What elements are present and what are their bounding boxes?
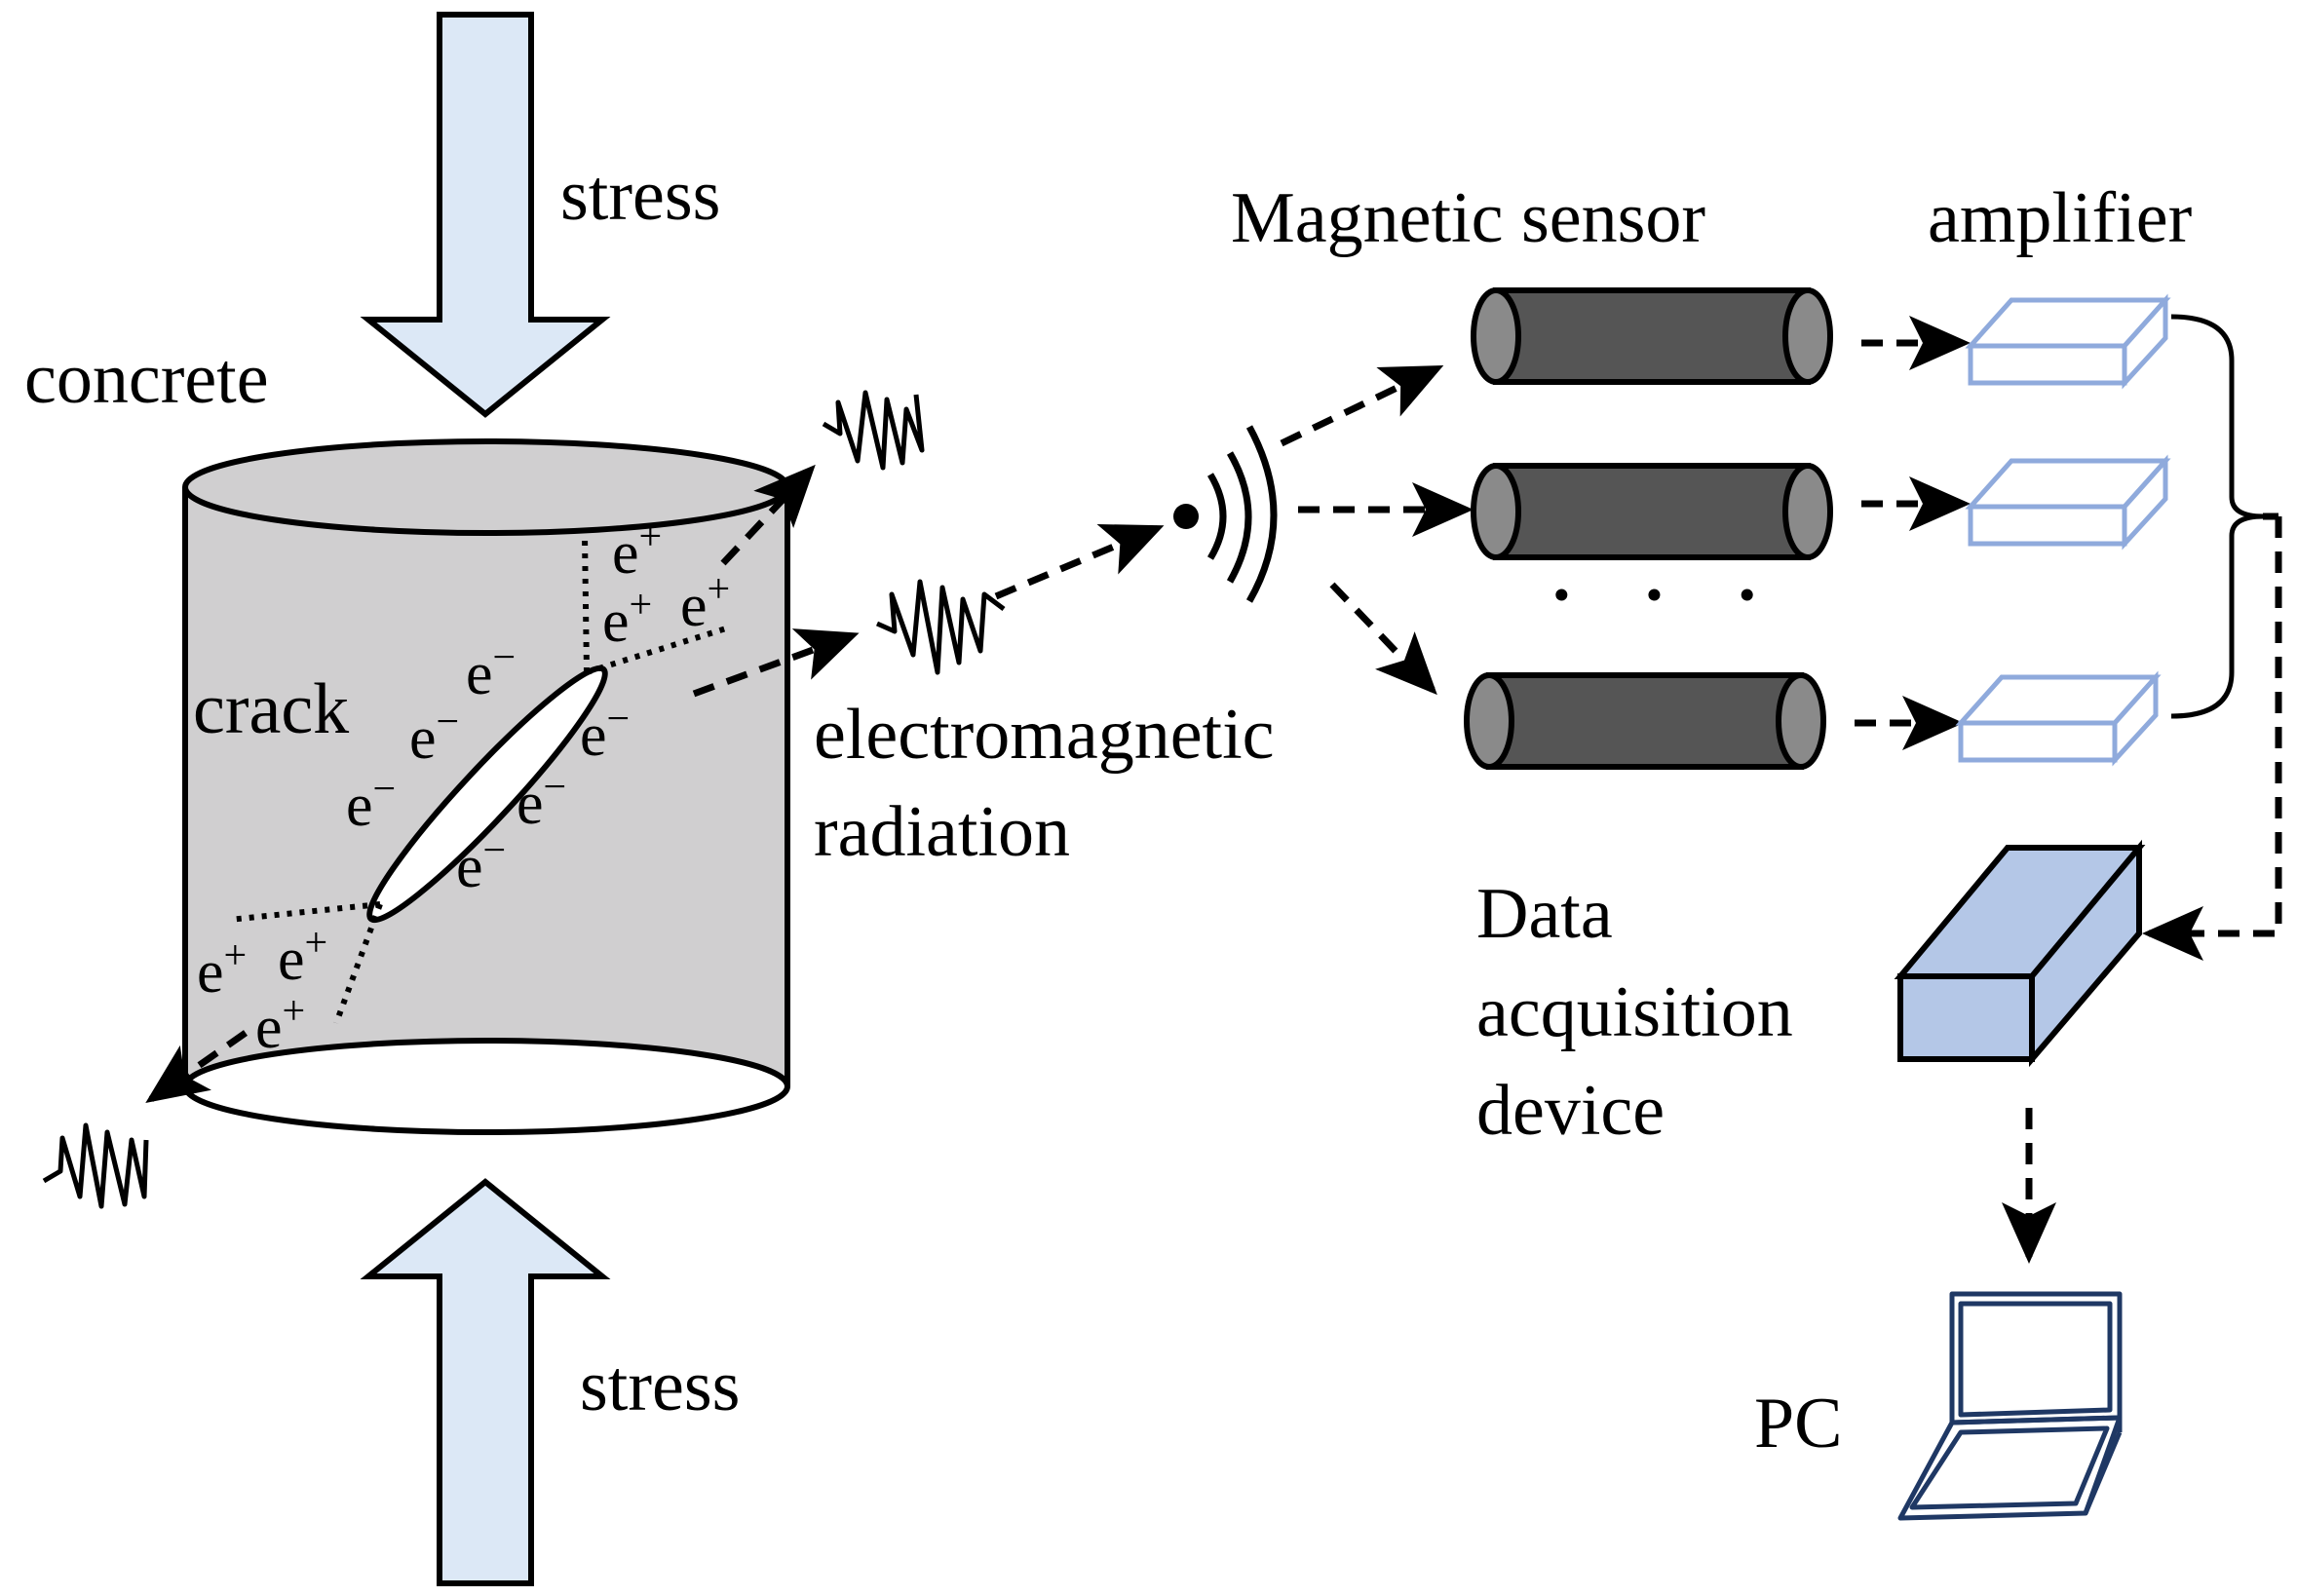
- charge-e: e: [346, 773, 373, 839]
- concrete-label: concrete: [24, 339, 269, 419]
- charge-e: e: [680, 573, 708, 639]
- amplifier-2: [1965, 454, 2171, 551]
- pc-label: PC: [1754, 1384, 1843, 1463]
- svg-text:e−: e−: [456, 828, 506, 900]
- concrete-cylinder: [182, 438, 790, 1135]
- daq-label-line2: acquisition: [1476, 972, 1793, 1052]
- charge-sign: +: [305, 921, 328, 966]
- svg-text:e+: e+: [602, 583, 652, 655]
- signal-icon: [1206, 425, 1278, 603]
- radiation-label-line1: electromagnetic: [814, 695, 1275, 775]
- charge-sign: +: [630, 583, 653, 627]
- charge-sign: −: [373, 767, 397, 812]
- charge-boundary-lines: [228, 535, 727, 1025]
- amplifier-label: amplifier: [1928, 178, 2192, 258]
- charge-e: e: [580, 703, 607, 769]
- magnetic-sensor-2: [1471, 463, 1833, 560]
- svg-text:e+: e+: [197, 933, 247, 1006]
- wave-icon: [875, 579, 1006, 675]
- svg-text:e−: e−: [517, 765, 566, 837]
- svg-text:e+: e+: [680, 567, 730, 639]
- svg-text:e−: e−: [346, 767, 396, 839]
- sensor-feed-arrows: [1280, 364, 1474, 696]
- daq-label-line3: device: [1476, 1071, 1665, 1151]
- wave-icon: [822, 390, 925, 471]
- magnetic-sensor-3: [1464, 672, 1826, 770]
- charge-sign: −: [493, 635, 517, 680]
- magnetic-sensor-1: [1471, 287, 1833, 385]
- charge-sign: +: [283, 989, 306, 1034]
- stress-label-top: stress: [560, 156, 720, 236]
- charge-sign: +: [639, 514, 663, 559]
- svg-text:e+: e+: [278, 921, 327, 993]
- charge-e: e: [612, 520, 639, 587]
- stress-arrow-top: [360, 12, 611, 418]
- svg-text:e−: e−: [466, 635, 516, 707]
- charge-e: e: [517, 771, 544, 837]
- charge-e: e: [602, 589, 630, 655]
- charge-e: e: [409, 705, 437, 772]
- amplifier-3: [1955, 670, 2162, 767]
- svg-text:e−: e−: [580, 697, 630, 769]
- charge-sign: −: [544, 765, 567, 810]
- electron-charges: e− e− e− e− e− e−: [346, 635, 630, 900]
- magnetic-sensor-label: Magnetic sensor: [1231, 178, 1705, 258]
- stress-arrow-bottom: [360, 1178, 611, 1586]
- charge-e: e: [255, 995, 283, 1061]
- charge-e: e: [456, 834, 483, 900]
- svg-text:e+: e+: [255, 989, 305, 1061]
- stress-label-bottom: stress: [580, 1347, 740, 1426]
- charge-e: e: [197, 939, 224, 1006]
- svg-text:e+: e+: [612, 514, 662, 587]
- charge-sign: +: [224, 933, 248, 978]
- amplifier-brace: [2170, 314, 2264, 719]
- sensor-ellipsis: · · ·: [1550, 555, 1784, 635]
- charge-e: e: [278, 927, 305, 993]
- amplifier-1: [1965, 293, 2171, 390]
- charge-sign: +: [708, 567, 731, 612]
- daq-label-line1: Data: [1476, 874, 1613, 954]
- daq-feed-arrow: [2142, 516, 2282, 961]
- charge-sign: −: [437, 700, 460, 744]
- radiation-label-line2: radiation: [814, 792, 1070, 872]
- data-acquisition-device: [1894, 839, 2146, 1068]
- emission-dot: [1173, 504, 1199, 529]
- emission-arrows: [145, 464, 1165, 1104]
- charge-e: e: [466, 641, 493, 707]
- amplifier-feed-arrows: [1855, 316, 1971, 750]
- wave-icon: [42, 1122, 149, 1209]
- svg-text:e−: e−: [409, 700, 459, 772]
- crack-label: crack: [193, 669, 349, 749]
- positive-charges: e+ e+ e+ e+ e+ e+: [197, 514, 730, 1061]
- charge-sign: −: [607, 697, 631, 741]
- pc-icon: [1897, 1291, 2123, 1521]
- charge-sign: −: [483, 828, 507, 873]
